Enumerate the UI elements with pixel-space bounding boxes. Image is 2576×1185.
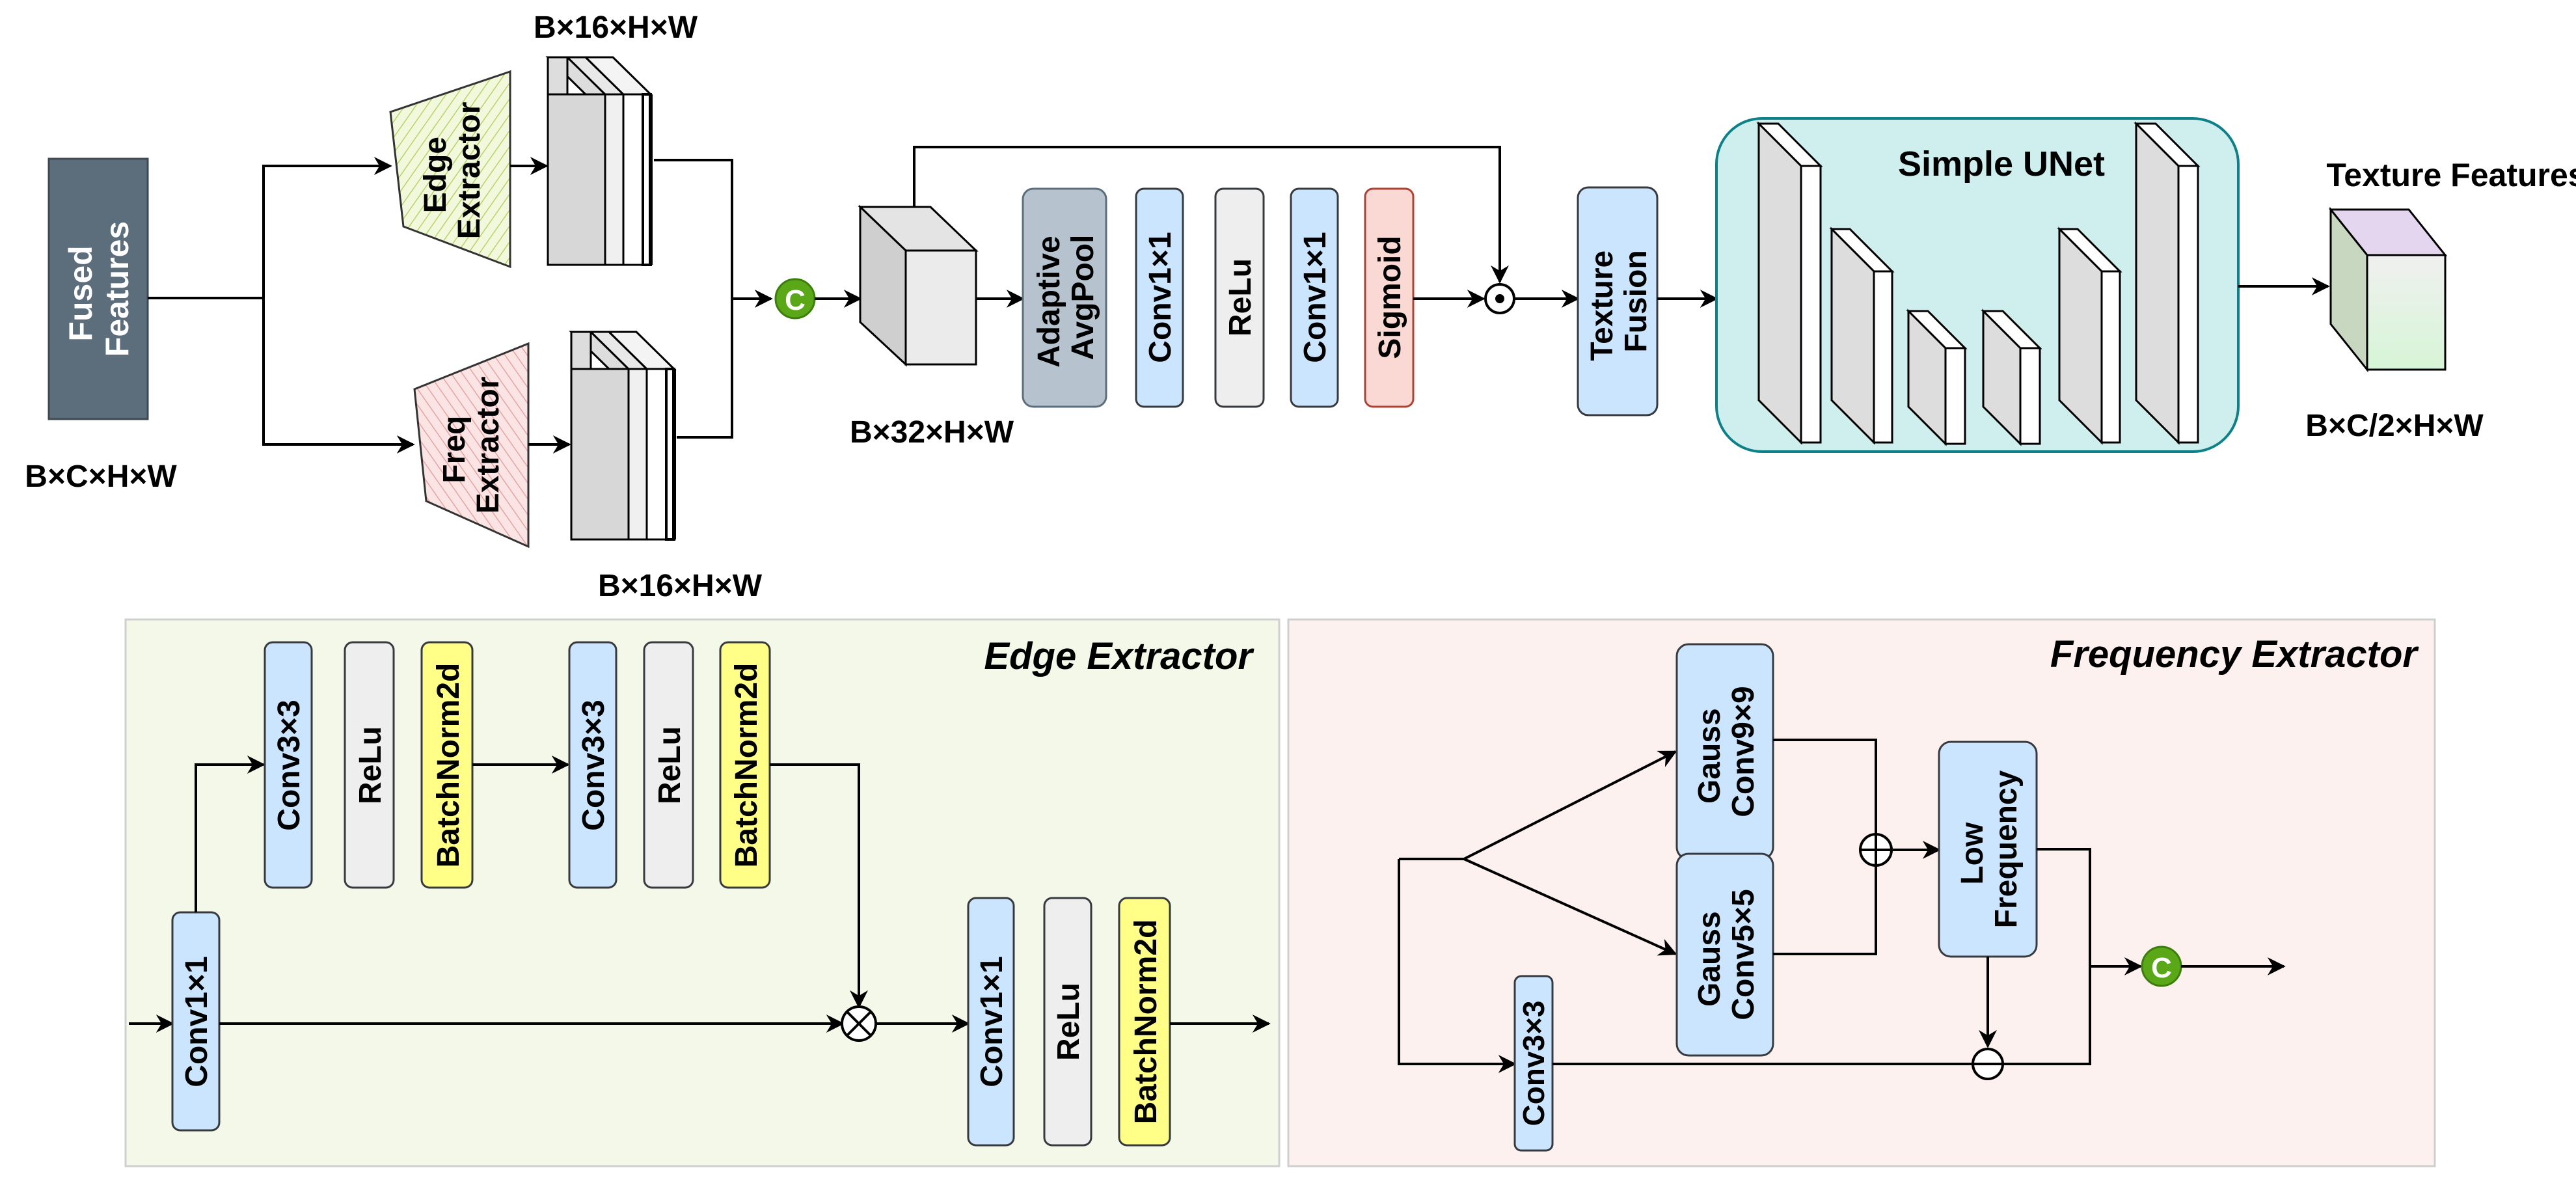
edge-conv1x1-in-block: Conv1×1 (171, 911, 221, 1132)
unet-layer-1 (1756, 121, 1823, 445)
gauss-conv9x9-block: Gauss Conv9×9 (1675, 643, 1774, 860)
texture-features-title: Texture Features (2326, 157, 2576, 193)
edge-skip-to-multiply (913, 146, 1509, 284)
fused-features-block: Fused Features (47, 157, 149, 420)
edge-conv-in-to-conv3a (195, 756, 265, 912)
edge-freq-input-to-conv3 (1398, 859, 1517, 1073)
svg-text:Texture Fusion: Texture Fusion (1585, 241, 1653, 361)
edge-gauss5-to-sum (1773, 865, 1877, 955)
adaptive-avgpool-block: Adaptive AvgPool (1022, 187, 1107, 408)
freq-panel-title: Frequency Extractor (2050, 633, 2420, 675)
svg-text:BatchNorm2d: BatchNorm2d (431, 663, 466, 868)
svg-text:Edge Extractor: Edge Extractor (418, 102, 487, 239)
svg-text:C: C (2151, 952, 2172, 984)
fused-features-label-line2: Features (99, 221, 135, 357)
edge-freq-features-to-concat (677, 299, 733, 439)
edge-to-gauss5 (1463, 858, 1677, 956)
edge-conv3x3-b-block: Conv3×3 (568, 641, 617, 889)
edge-panel-title: Edge Extractor (984, 635, 1254, 677)
svg-text:ReLu: ReLu (1051, 983, 1086, 1061)
edge-relu-b-block: ReLu (643, 641, 694, 889)
edge-conv1x1-out-block: Conv1×1 (967, 897, 1015, 1147)
concat-feature-cube (858, 204, 979, 367)
relu-block-top: ReLu (1214, 187, 1265, 408)
edge-extractor-trapezoid: Edge Extractor (389, 70, 511, 269)
svg-text:BatchNorm2d: BatchNorm2d (1129, 919, 1163, 1124)
svg-text:Conv1×1: Conv1×1 (1143, 232, 1178, 362)
unet-layer-2 (1829, 226, 1895, 445)
unet-layer-3 (1906, 308, 1968, 446)
unet-layer-4 (1981, 308, 2042, 446)
svg-text:ReLu: ReLu (1223, 258, 1258, 336)
edge-to-edge-extractor (262, 157, 392, 298)
edge-to-freq-extractor (262, 298, 415, 454)
sigmoid-block: Sigmoid (1364, 187, 1415, 408)
svg-text:Conv1×1: Conv1×1 (180, 956, 214, 1087)
edge-batchnorm-a-block: BatchNorm2d (420, 641, 474, 889)
concat-circle-top: C (774, 278, 816, 320)
low-frequency-block: Low Frequency (1938, 741, 2038, 958)
edge-gauss9-to-sum (1773, 739, 1877, 834)
fused-features-label-line1: Fused (62, 245, 99, 341)
input-shape-label: B×C×H×W (25, 459, 177, 494)
edge-subtract-to-concat (2003, 966, 2091, 1065)
gauss-conv5x5-block: Gauss Conv5×5 (1675, 852, 1774, 1057)
svg-text:Conv1×1: Conv1×1 (975, 956, 1009, 1087)
edge-feature-stack (545, 56, 653, 266)
edge-edge-features-to-concat (654, 159, 773, 308)
edge-relu-out-block: ReLu (1043, 897, 1092, 1147)
svg-text:BatchNorm2d: BatchNorm2d (729, 663, 764, 868)
conv1x1-block-1: Conv1×1 (1135, 187, 1184, 408)
svg-text:Conv1×1: Conv1×1 (1298, 232, 1333, 362)
svg-text:Sigmoid: Sigmoid (1373, 236, 1407, 359)
svg-text:Low Frequency: Low Frequency (1955, 770, 2024, 928)
edge-conv3x3-a-block: Conv3×3 (264, 641, 313, 889)
subtract-symbol (1972, 1048, 2004, 1080)
svg-text:Adaptive AvgPool: Adaptive AvgPool (1032, 227, 1100, 368)
svg-text:C: C (785, 284, 806, 316)
freq-feature-shape-label: B×16×H×W (598, 569, 763, 603)
svg-text:Gauss Conv5×5: Gauss Conv5×5 (1692, 889, 1761, 1020)
texture-features-cube (2328, 206, 2448, 373)
output-shape-label: B×C/2×H×W (2305, 409, 2484, 443)
conv1x1-block-2: Conv1×1 (1290, 187, 1339, 408)
unet-layer-5 (2057, 226, 2122, 445)
elementwise-product-symbol (1484, 283, 1515, 314)
svg-text:Conv3×3: Conv3×3 (1517, 1000, 1551, 1126)
sum-symbol (1859, 833, 1893, 867)
frequency-extractor-panel: Frequency Extractor (1287, 618, 2436, 1167)
svg-text:ReLu: ReLu (353, 726, 388, 804)
simple-unet-panel: Simple UNet (1715, 117, 2240, 453)
concat-circle-freq: C (2141, 946, 2182, 987)
svg-text:ReLu: ReLu (653, 726, 687, 804)
edge-feature-shape-label: B×16×H×W (534, 10, 698, 45)
edge-low-to-concat (2037, 848, 2143, 975)
freq-conv3x3-block: Conv3×3 (1513, 975, 1554, 1152)
edge-bn-b-to-product (770, 763, 868, 1009)
edge-to-gauss9 (1463, 750, 1677, 860)
freq-feature-stack (569, 331, 677, 541)
edge-relu-a-block: ReLu (344, 641, 395, 889)
svg-text:Conv3×3: Conv3×3 (272, 700, 306, 830)
freq-extractor-trapezoid: Freq Extractor (413, 342, 530, 549)
svg-text:Freq Extractor: Freq Extractor (437, 377, 506, 514)
svg-text:Conv3×3: Conv3×3 (576, 700, 611, 830)
texture-fusion-block: Texture Fusion (1577, 186, 1659, 416)
edge-multiply-symbol (841, 1005, 877, 1042)
concat-shape-label: B×32×H×W (850, 415, 1014, 450)
svg-text:Fused Features: Fused Features (62, 221, 135, 357)
edge-batchnorm-out-block: BatchNorm2d (1118, 897, 1171, 1147)
simple-unet-title: Simple UNet (1898, 144, 2105, 184)
unet-layer-6 (2134, 121, 2201, 445)
edge-batchnorm-b-block: BatchNorm2d (719, 641, 771, 889)
svg-text:Gauss Conv9×9: Gauss Conv9×9 (1692, 686, 1761, 817)
